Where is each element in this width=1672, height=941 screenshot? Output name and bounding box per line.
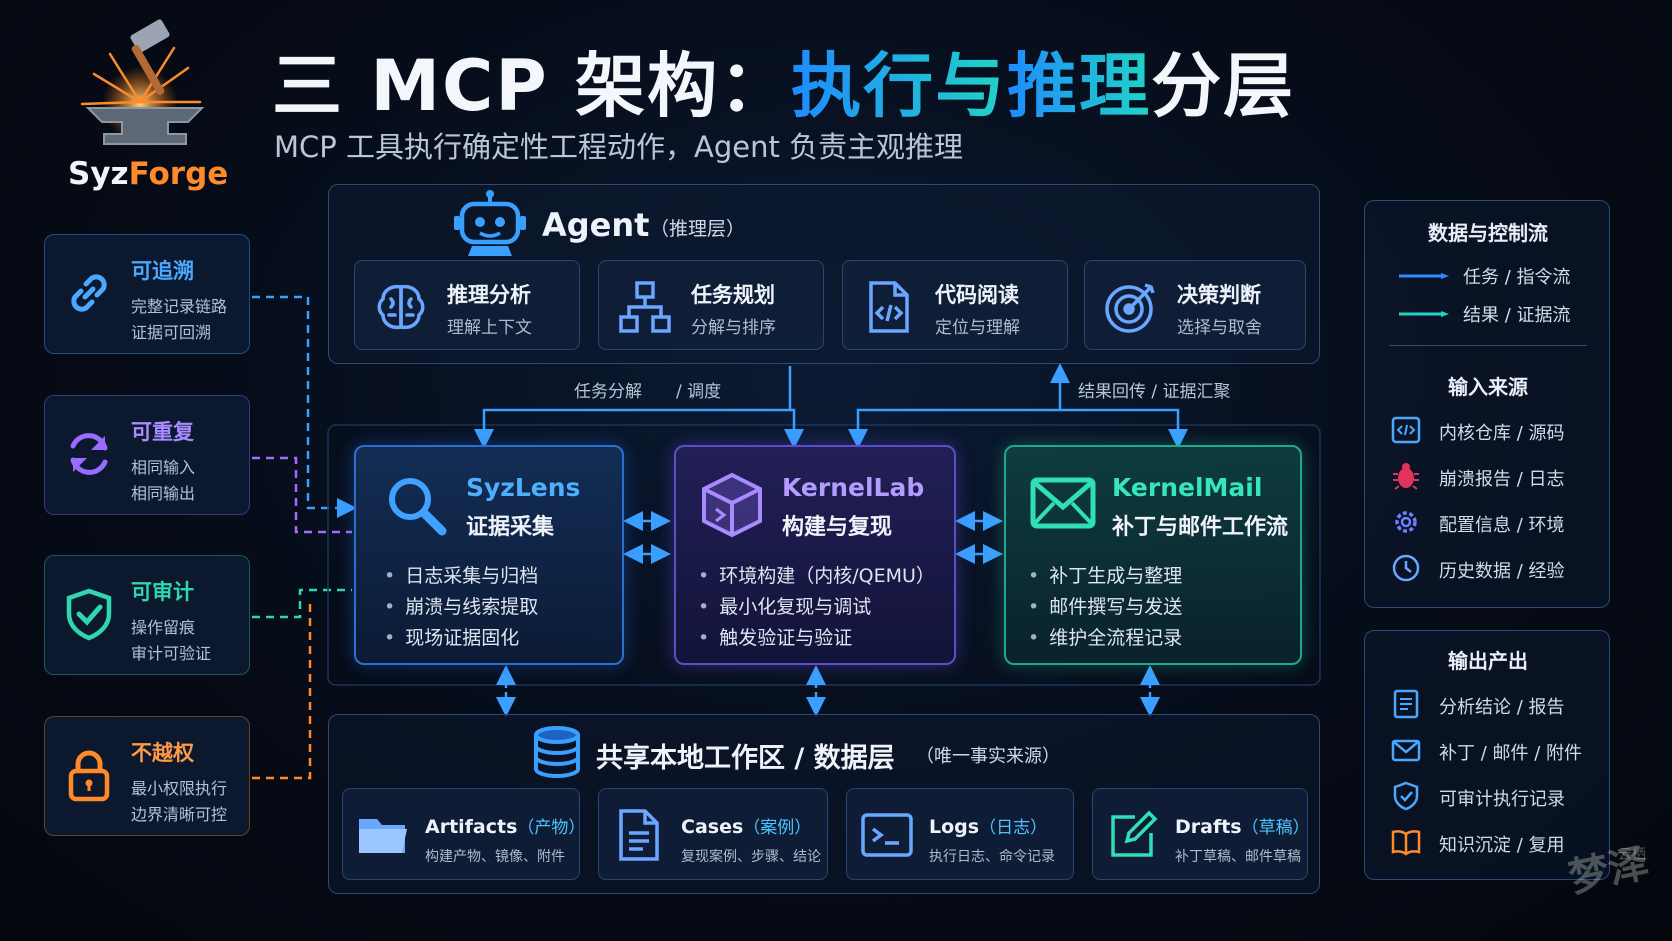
kernelmail-features: 补丁生成与整理 邮件撰写与发送 维护全流程记录 [1028,561,1182,654]
agent-subtitle: （推理层） [650,218,746,240]
property-traceable: 可追溯 完整记录链路 证据可回溯 [44,234,250,354]
anvil-hammer-icon [80,19,205,145]
sidebar-legend-inputs: 数据与控制流 任务 / 指令流 结果 / 证据流 输入来源 内核仓库 / 源码 … [1364,200,1610,608]
book-icon [1391,830,1421,856]
module-kernellab: KernelLab 构建与复现 环境构建（内核/QEMU） 最小化复现与调试 触… [674,445,956,665]
input-crash-report: 崩溃报告 / 日志 [1391,459,1611,493]
agent-card-decision: 决策判断 选择与取舍 [1084,260,1306,350]
kernellab-features: 环境构建（内核/QEMU） 最小化复现与调试 触发验证与验证 [698,561,935,654]
module-syzlens: SyzLens 证据采集 日志采集与归档 崩溃与线索提取 现场证据固化 [354,445,624,665]
clock-icon [1392,554,1420,582]
data-layer-subtitle: （唯一事实来源） [916,746,1060,767]
flow-label-down-2: / 调度 [676,382,722,402]
legend-task-flow: 任务 / 指令流 [1391,257,1611,291]
data-card-logs: Logs（日志） 执行日志、命令记录 [846,788,1074,880]
page-subtitle: MCP 工具执行确定性工程动作，Agent 负责主观推理 [274,130,964,164]
input-kernel-repo: 内核仓库 / 源码 [1391,413,1611,447]
output-report: 分析结论 / 报告 [1391,687,1611,721]
property-auditable: 可审计 操作留痕 审计可验证 [44,555,250,675]
data-layer-title: 共享本地工作区 / 数据层 [596,743,895,774]
cube-icon [702,472,762,538]
output-audit-record: 可审计执行记录 [1391,779,1611,813]
database-icon [534,726,580,779]
document-icon [619,809,659,861]
code-file-icon [869,281,909,333]
sidebar-outputs: 输出产出 分析结论 / 报告 补丁 / 邮件 / 附件 可审计执行记录 知识沉淀… [1364,630,1610,880]
refresh-icon [70,433,108,475]
report-icon [1393,689,1419,719]
folder-icon [359,819,407,853]
lock-icon [68,750,110,802]
link-icon [71,274,107,312]
mail-icon [1030,477,1096,529]
module-kernelmail: KernelMail 补丁与邮件工作流 补丁生成与整理 邮件撰写与发送 维护全流… [1004,445,1302,665]
code-icon [1391,416,1421,444]
syzlens-features: 日志采集与归档 崩溃与线索提取 现场证据固化 [384,561,538,654]
flow-label-up: 结果回传 / 证据汇聚 [1078,382,1231,402]
hierarchy-icon [619,281,671,333]
bug-icon [1393,463,1419,490]
envelope-icon [1391,739,1421,762]
flow-label-down: 任务分解 [574,382,642,402]
target-icon [1105,283,1155,333]
agent-title: Agent [542,206,650,244]
magnifier-icon [389,478,447,536]
gear-icon [1395,511,1417,533]
agent-card-reasoning: 推理分析 理解上下文 [354,260,580,350]
data-card-drafts: Drafts（草稿） 补丁草稿、邮件草稿 [1092,788,1310,880]
robot-icon [454,190,526,256]
input-history: 历史数据 / 经验 [1391,551,1611,585]
brain-icon [377,284,425,330]
output-patch-mail: 补丁 / 邮件 / 附件 [1391,733,1611,767]
page-title: 三 MCP 架构：执行与推理分层 [272,45,1296,127]
data-card-cases: Cases（案例） 复现案例、步骤、结论 [598,788,828,880]
property-least-privilege: 不越权 最小权限执行 边界清晰可控 [44,716,250,836]
legend-result-flow: 结果 / 证据流 [1391,295,1611,329]
data-card-artifacts: Artifacts（产物） 构建产物、镜像、附件 [342,788,585,880]
agent-card-planning: 任务规划 分解与排序 [598,260,824,350]
input-config: 配置信息 / 环境 [1391,505,1611,539]
edit-icon [1111,810,1158,857]
terminal-icon [861,813,913,857]
output-knowledge: 知识沉淀 / 复用 [1391,825,1611,859]
shield-check-icon [1393,781,1419,811]
property-repeatable: 可重复 相同输入 相同输出 [44,395,250,515]
shield-check-icon [66,588,112,641]
logo-wordmark: SyzForge [68,156,229,192]
watermark-seal-small: 云栖 [1618,847,1646,863]
agent-card-code-reading: 代码阅读 定位与理解 [842,260,1068,350]
